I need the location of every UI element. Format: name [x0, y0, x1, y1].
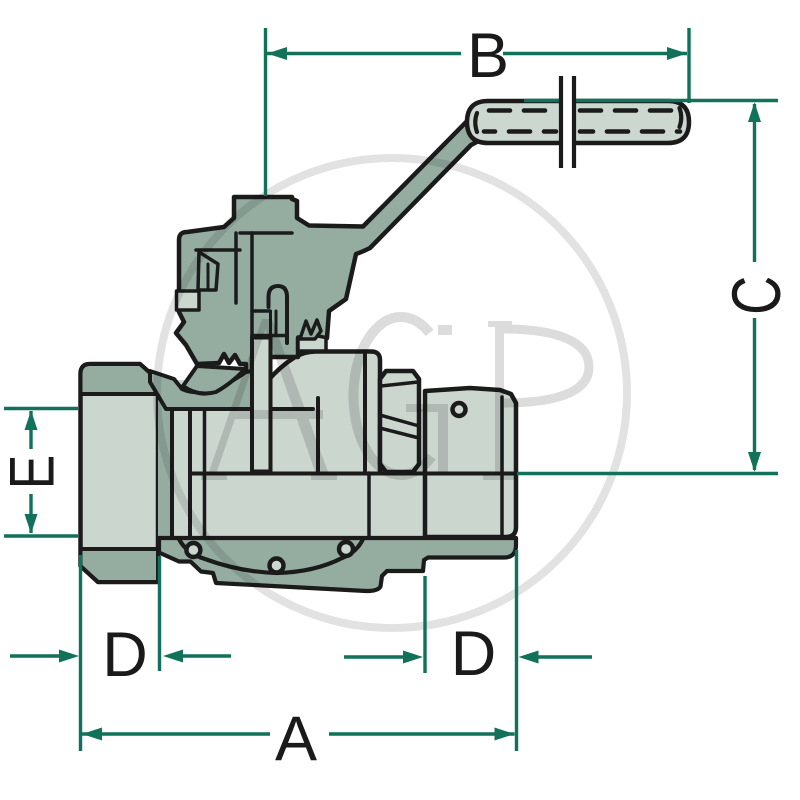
- svg-text:E: E: [0, 455, 68, 489]
- svg-text:A: A: [275, 704, 317, 774]
- svg-text:B: B: [467, 21, 509, 91]
- svg-text:D: D: [102, 620, 148, 690]
- svg-text:C: C: [719, 276, 796, 315]
- svg-text:D: D: [451, 619, 497, 689]
